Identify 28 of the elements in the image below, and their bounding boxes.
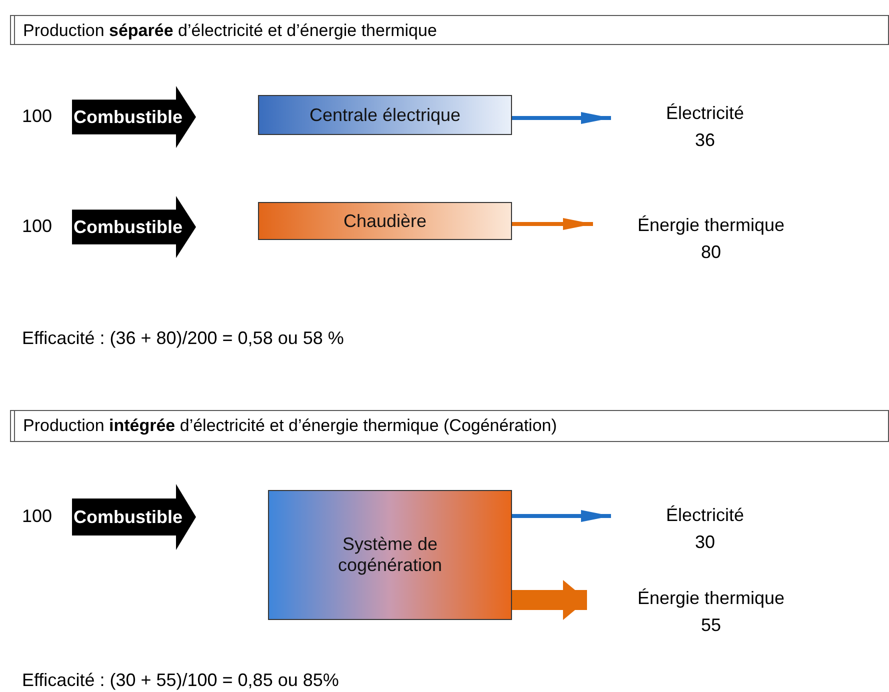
arrow-label: Combustible [72,106,184,128]
output-value: 55 [700,614,722,637]
process-box: Centrale électrique [258,95,512,135]
output-label: Électricité [664,102,746,125]
arrow [512,218,593,230]
output-value: 80 [700,241,722,264]
output-label: Énergie thermique [636,214,786,237]
arrow [512,510,611,522]
process-box: Système de cogénération [268,490,512,620]
efficiency-note: Efficacité : (30 + 55)/100 = 0,85 ou 85% [22,670,339,691]
block-arrow [72,484,196,550]
efficiency-note: Efficacité : (36 + 80)/200 = 0,58 ou 58 % [22,328,344,349]
quantity-value: 100 [22,106,52,127]
output-value: 30 [694,531,716,554]
process-box: Chaudière [258,202,512,240]
arrow [512,112,611,124]
section-heading: Production séparée d’électricité et d’énergie thermique [10,15,889,45]
arrow [512,580,587,620]
quantity-value: 100 [22,506,52,527]
output-value: 36 [694,129,716,152]
output-label: Électricité [664,504,746,527]
arrow-label: Combustible [72,216,184,238]
block-arrow [72,86,196,148]
section-heading: Production intégrée d’électricité et d’énergie thermique (Cogénération) [10,410,889,442]
quantity-value: 100 [22,216,52,237]
arrow-label: Combustible [72,506,184,528]
block-arrow [72,196,196,258]
output-label: Énergie thermique [636,587,786,610]
